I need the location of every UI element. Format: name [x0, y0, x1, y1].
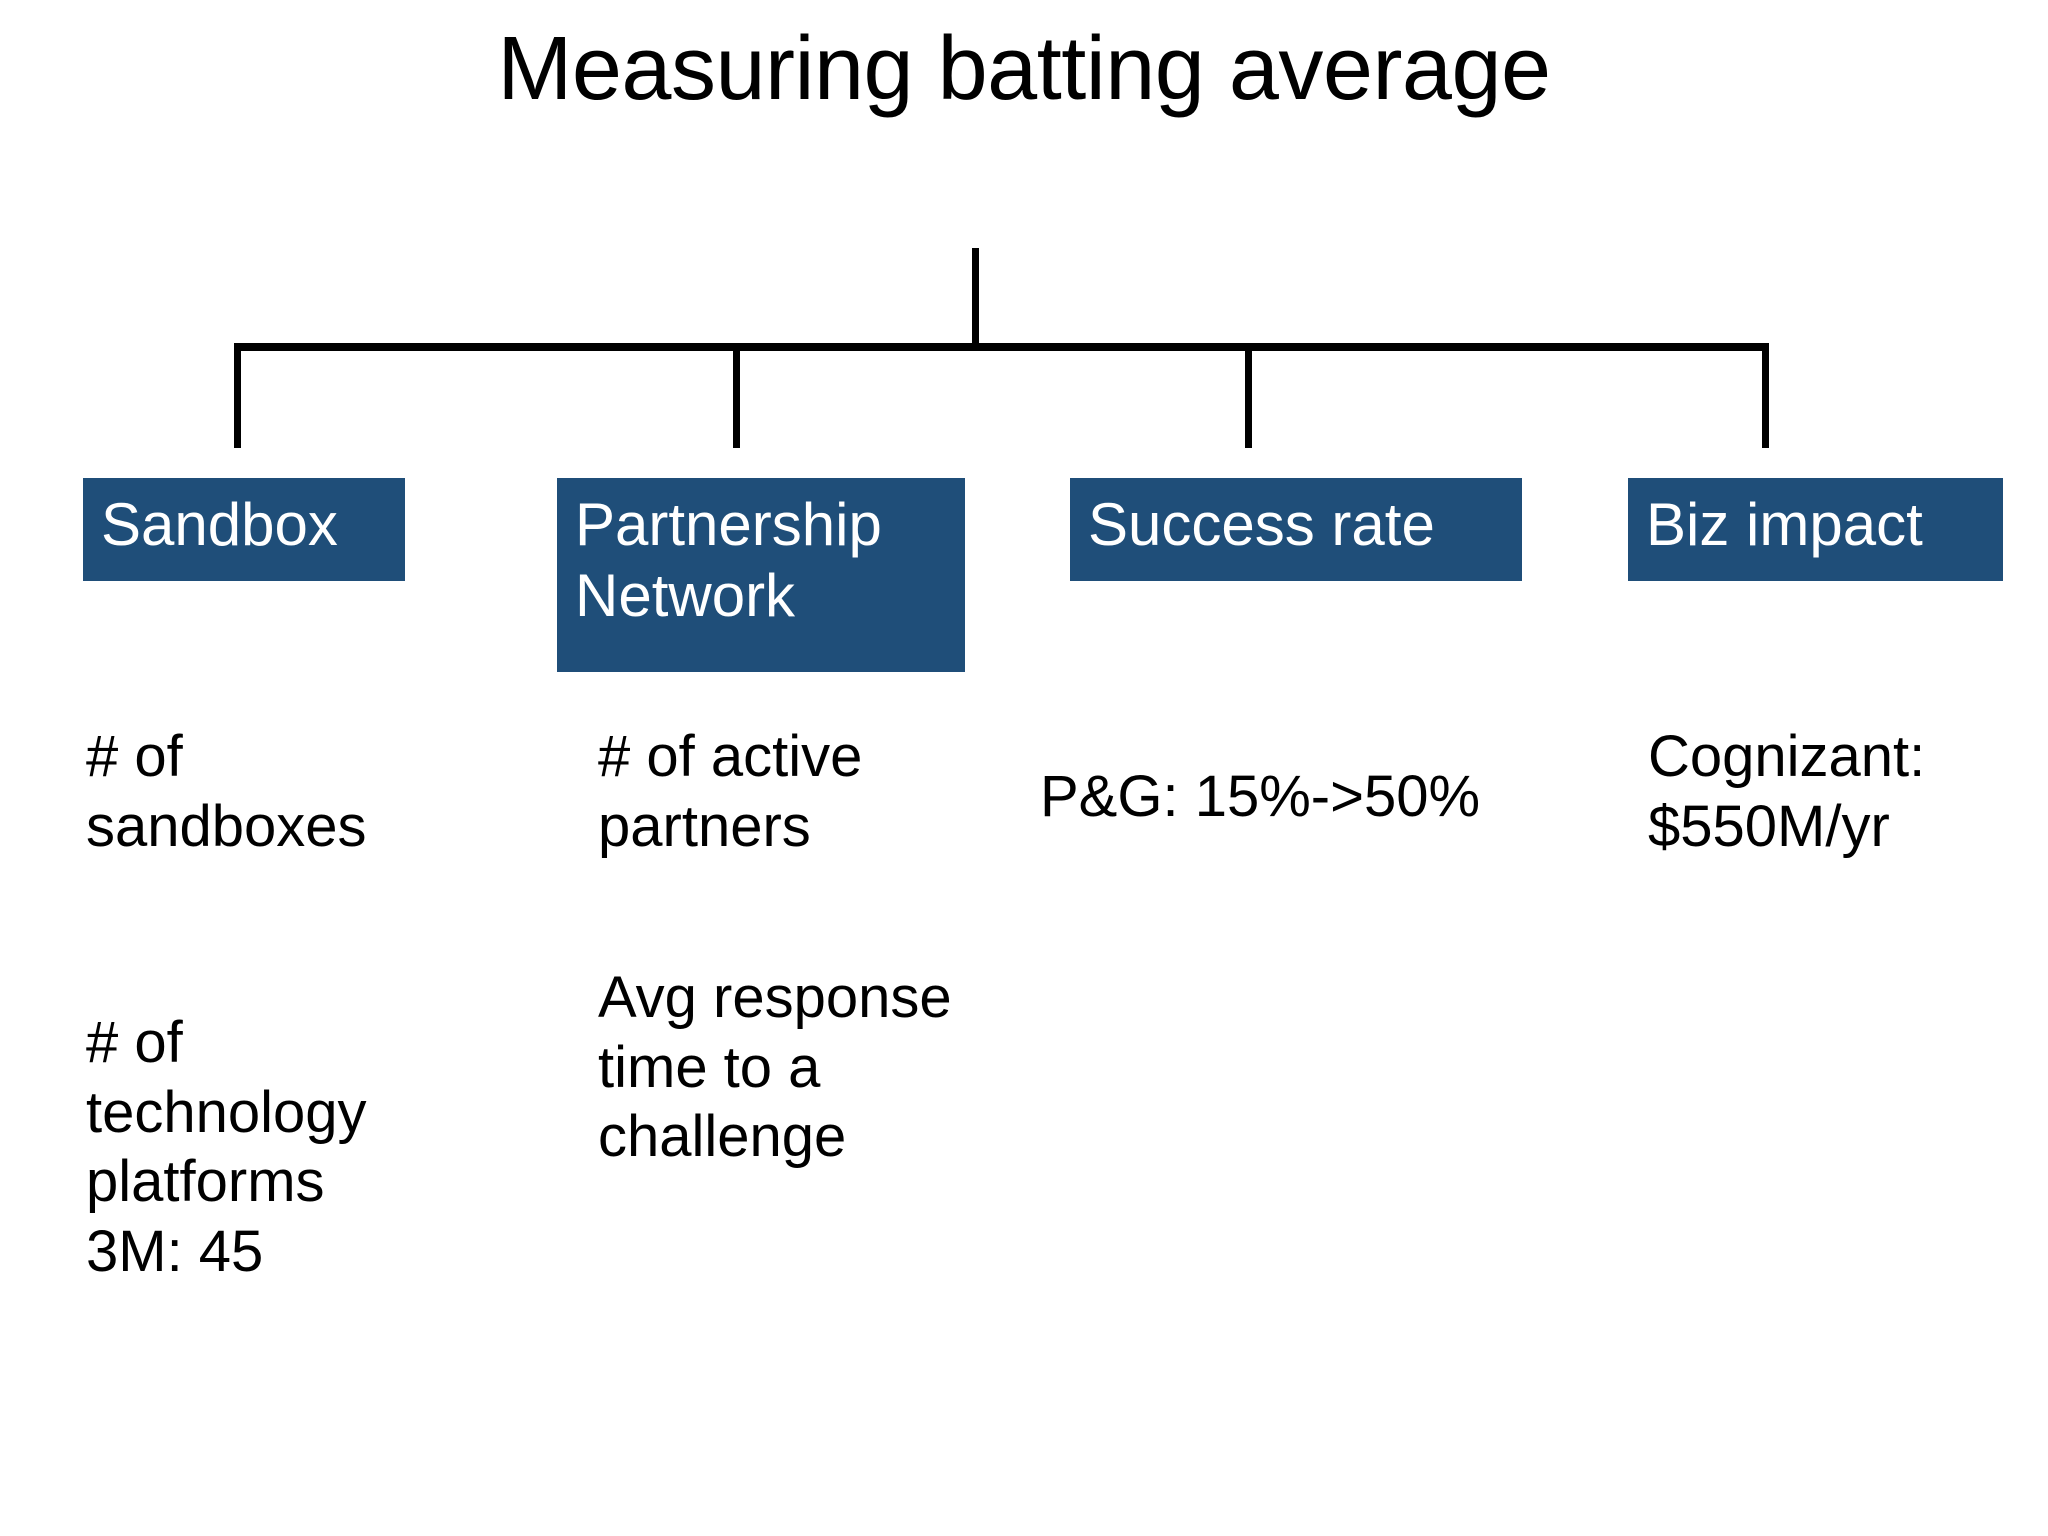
metric-biz-impact-cognizant: Cognizant: $550M/yr: [1648, 724, 1926, 859]
metric-sandbox-count: # of sandboxes: [86, 724, 367, 859]
node-biz-impact[interactable]: Biz impact: [1628, 478, 2003, 581]
connector-drop-biz-impact: [1762, 343, 1769, 448]
connector-horizontal-bar: [234, 343, 1769, 351]
page-title: Measuring batting average: [497, 19, 1551, 119]
node-partnership-network[interactable]: Partnership Network: [557, 478, 965, 672]
node-sandbox[interactable]: Sandbox: [83, 478, 405, 581]
metric-partnership-active-partners: # of active partners: [598, 724, 863, 859]
metric-success-rate-pg: P&G: 15%->50%: [1040, 764, 1481, 829]
connector-drop-sandbox: [234, 343, 241, 448]
connector-drop-success-rate: [1245, 343, 1252, 448]
metric-sandbox-platforms: # of technology platforms 3M: 45: [86, 1010, 367, 1284]
connector-root-stem: [972, 248, 979, 350]
metric-partnership-response-time: Avg response time to a challenge: [598, 965, 952, 1170]
node-success-rate[interactable]: Success rate: [1070, 478, 1522, 581]
connector-drop-partnership-network: [733, 343, 740, 448]
